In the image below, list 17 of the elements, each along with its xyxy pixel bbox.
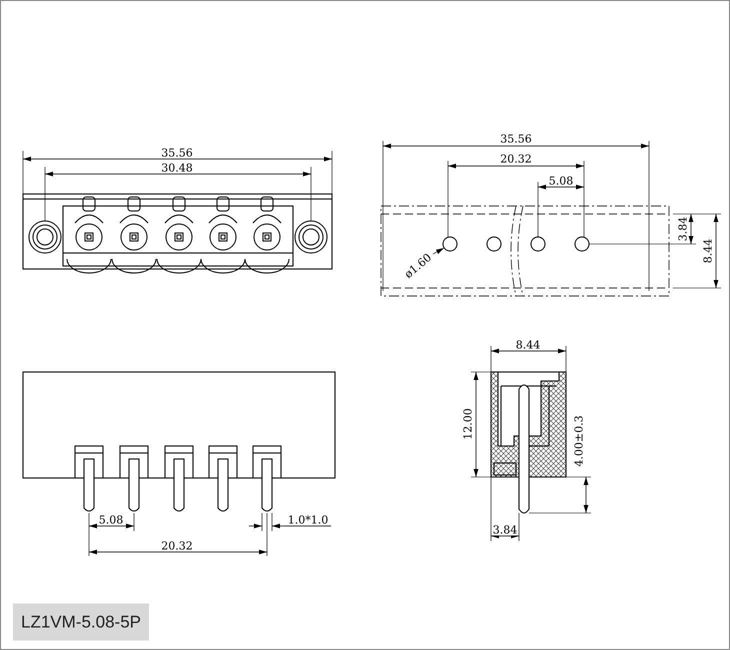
dimension-value: 12.00 [462,408,474,440]
leader-line [432,248,444,254]
dimension-value: 3.84 [492,524,518,536]
dimension-value: 1.0*1.0 [288,514,328,526]
dimension-value: 8.44 [516,340,540,350]
dimension-value: 5.08 [548,176,574,186]
dimension-value: 8.44 [702,238,714,264]
tolerance-value: 4.00±0.3 [574,415,584,467]
dimension-value: 20.32 [161,540,193,552]
dimension-value: 35.56 [500,134,532,144]
dimension-value: 35.56 [161,148,193,158]
dimension-value: 5.08 [98,514,124,526]
part-number: LZ1VM-5.08-5P [13,604,149,640]
dimension-value: 3.84 [678,216,688,242]
pin-hole [442,236,458,252]
dimension-value: 20.32 [500,154,532,164]
dimension-value: 30.48 [161,162,193,174]
